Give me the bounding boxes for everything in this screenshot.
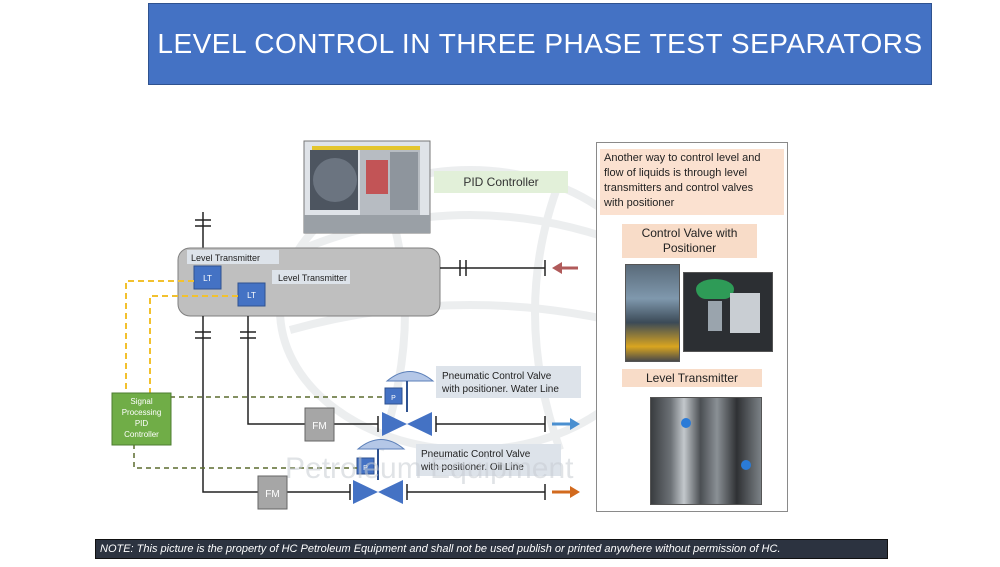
flow-meter-oil — [257, 475, 288, 510]
lt-1-label: LT — [203, 274, 212, 283]
level-transmitter-1-label: Level Transmitter — [191, 253, 260, 263]
lt-box-1 — [193, 265, 222, 290]
pcv-oil-label-line2: with positioner. Oil Line — [420, 462, 524, 473]
level-transmitter-1-label-box — [187, 250, 279, 264]
water-outlet-arrow — [552, 418, 580, 430]
sp-label-line2: Processing — [122, 408, 162, 417]
pcv-water-label-line1: Pneumatic Control Valve — [442, 371, 552, 382]
lt-2-label: LT — [247, 291, 256, 300]
flow-meter-water — [304, 407, 335, 442]
pcv-oil-label-line1: Pneumatic Control Valve — [421, 449, 531, 460]
vent-line — [195, 212, 211, 248]
pcv-water-label-box — [436, 366, 581, 398]
cv-title-line1: Control Valve with — [641, 226, 738, 240]
sp-label-line1: Signal — [130, 397, 152, 406]
cv-title-line2: Positioner — [662, 241, 717, 255]
intro-line-4: with positioner — [604, 197, 675, 209]
level-transmitter-photo — [650, 397, 762, 505]
copyright-note: NOTE: This picture is the property of HC… — [95, 539, 888, 559]
level-transmitter-title-box: Level Transmitter — [622, 369, 762, 387]
sp-label-line3: PID — [135, 419, 149, 428]
control-valve-photo-1 — [625, 264, 680, 362]
note-text: NOTE: This picture is the property of HC… — [100, 543, 781, 555]
control-valve-title-box: Control Valve with Positioner — [622, 224, 757, 258]
intro-line-2: flow of liquids is through level — [604, 167, 748, 179]
p-water-label: P — [391, 395, 396, 402]
oil-outlet-arrow — [552, 486, 580, 498]
intro-line-3: transmitters and control valves — [604, 182, 754, 194]
water-outlet-pipe — [240, 316, 546, 432]
level-transmitter-2-label: Level Transmitter — [278, 273, 347, 283]
oil-outlet-pipe — [195, 316, 546, 500]
pid-controller-label-box — [434, 171, 568, 193]
watermark-text: Petroleum Equipment — [285, 452, 574, 485]
control-valve-water — [382, 371, 435, 436]
fm-water-label: FM — [312, 421, 326, 432]
fm-oil-label: FM — [265, 489, 279, 500]
lt-box-2 — [237, 282, 266, 307]
page-title: LEVEL CONTROL IN THREE PHASE TEST SEPARA… — [157, 28, 923, 59]
control-valve-oil — [353, 439, 406, 504]
sp-label-line4: Controller — [124, 430, 159, 439]
pcv-water-label-line2: with positioner. Water Line — [441, 384, 559, 395]
signal-processing-controller — [111, 392, 172, 446]
pid-controller-label: PID Controller — [463, 175, 538, 189]
level-transmitter-2-label-box — [272, 270, 350, 284]
intro-text-box: Another way to control level and flow of… — [600, 149, 784, 215]
control-valve-photo-2 — [683, 272, 773, 352]
signal-lines-yellow — [125, 280, 238, 395]
gas-outlet-line — [440, 260, 546, 276]
intro-line-1: Another way to control level and — [604, 152, 761, 164]
inlet-arrow — [552, 262, 578, 274]
p-oil-label: P — [363, 465, 368, 472]
lt-title: Level Transmitter — [645, 371, 739, 385]
title-banner: LEVEL CONTROL IN THREE PHASE TEST SEPARA… — [148, 3, 932, 85]
skid-photo — [303, 140, 431, 234]
pcv-oil-label-box — [416, 444, 561, 476]
signal-lines-olive — [133, 396, 385, 469]
